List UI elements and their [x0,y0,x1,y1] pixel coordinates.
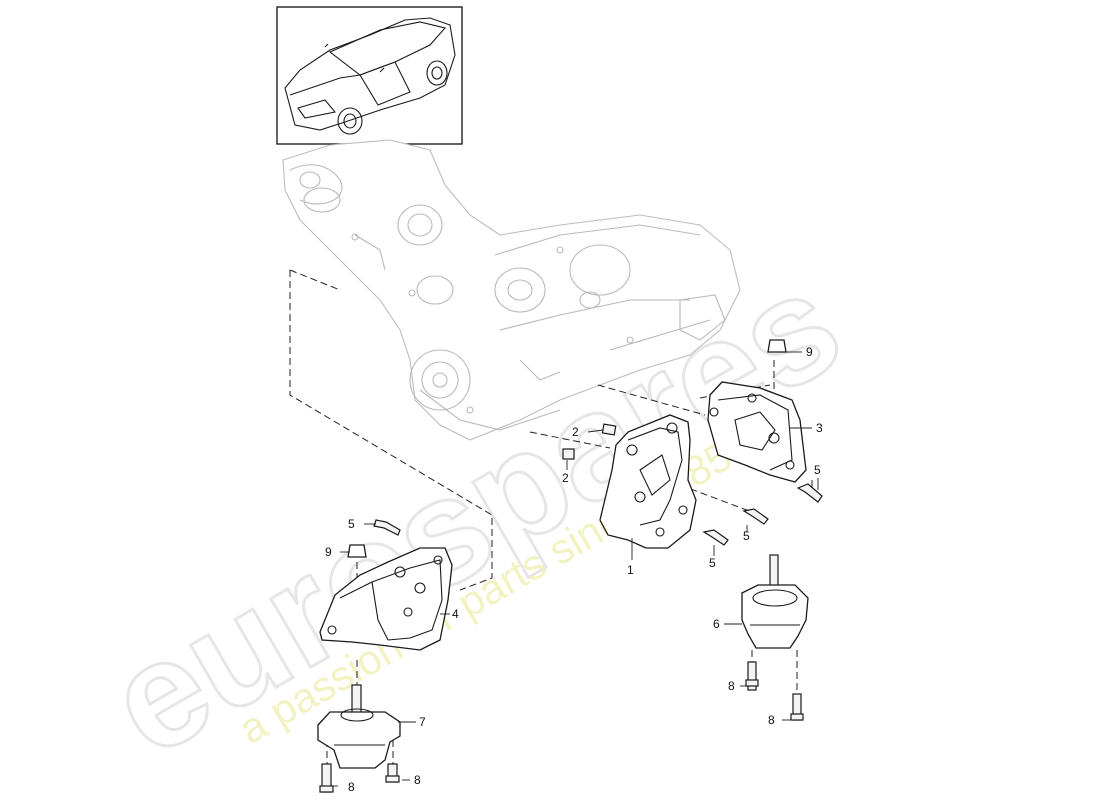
fasteners [319,339,823,793]
callout-8-left: 8 [348,780,355,794]
callout-3: 3 [816,421,823,435]
callout-8-left-second: 8 [414,773,421,787]
vehicle-thumbnail [276,6,463,145]
callout-7: 7 [419,715,426,729]
engine-bracket-left [319,547,453,651]
engine-outline [282,139,741,441]
callout-9-right: 9 [806,345,813,359]
engine-mount-right [741,554,809,649]
leader-lines [322,351,819,787]
callout-5-center: 5 [743,529,750,543]
callout-8-right: 8 [728,679,735,693]
callout-2-lower: 2 [562,471,569,485]
engine-bracket-center [599,414,697,549]
engine-mount-left [317,684,401,769]
callout-4: 4 [452,607,459,621]
callout-5-left: 5 [348,517,355,531]
engine-bracket-right [707,381,807,483]
callout-6: 6 [713,617,720,631]
callout-1: 1 [627,563,634,577]
callout-8-right-second: 8 [768,713,775,727]
callout-2-upper: 2 [572,425,579,439]
callout-5-lower: 5 [709,556,716,570]
callout-5-right: 5 [814,463,821,477]
callout-labels: 1 2 2 3 4 5 5 5 5 6 7 8 8 8 8 9 9 [325,345,823,794]
callout-9-left: 9 [325,545,332,559]
